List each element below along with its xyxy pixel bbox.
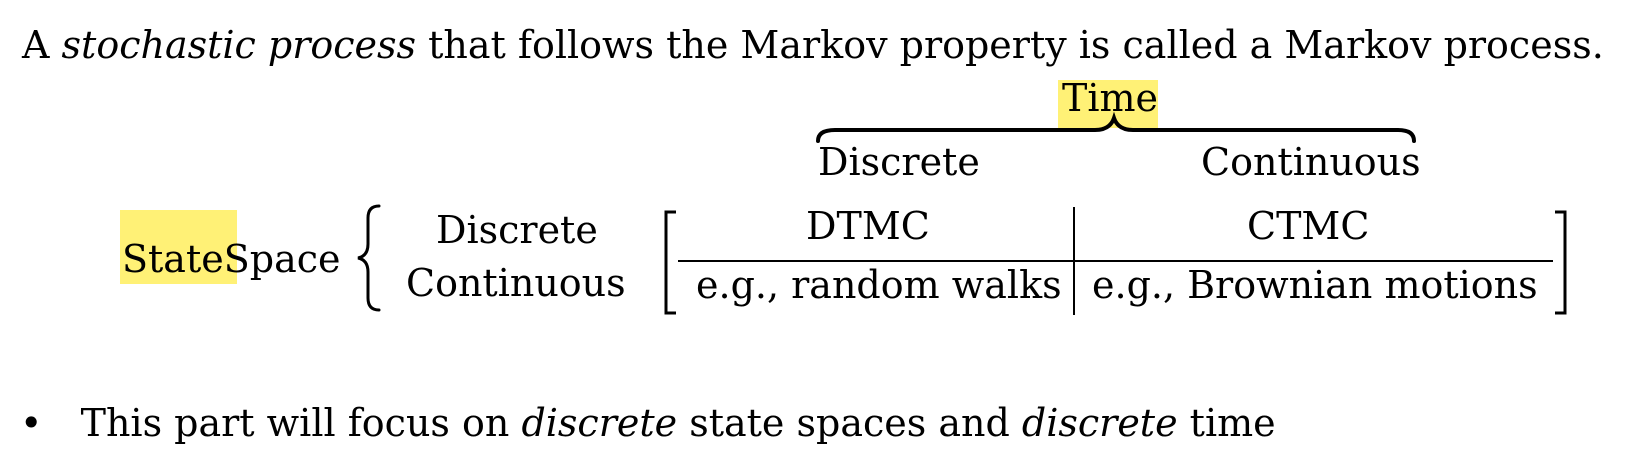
bullet-text-1: This part will focus on (80, 401, 510, 445)
time-overbrace (816, 111, 1416, 143)
intro-emphasis: stochastic process (61, 23, 417, 67)
state-row-discrete: Discrete (436, 208, 598, 252)
state-space-label: StateSpace (122, 240, 341, 278)
time-highlight (1058, 80, 1158, 128)
state-highlight (120, 210, 237, 284)
state-space-label-space: Space (223, 237, 341, 281)
bullet-emphasis-2: discrete (1021, 401, 1178, 445)
matrix-header-ctmc: CTMC (1247, 204, 1370, 248)
matrix-example-brownian-motions: e.g., Brownian motions (1092, 263, 1538, 307)
intro-sentence: A stochastic process that follows the Ma… (22, 26, 1604, 64)
state-space-left-brace (357, 204, 381, 312)
intro-suffix: that follows the Markov property is call… (428, 23, 1604, 67)
bullet-text-3: time (1189, 401, 1276, 445)
matrix-left-bracket (664, 210, 676, 315)
bullet-symbol: • (20, 401, 43, 445)
time-column-continuous: Continuous (1201, 140, 1421, 184)
matrix-header-dtmc: DTMC (806, 204, 930, 248)
matrix-right-bracket (1555, 210, 1567, 315)
bullet-emphasis-1: discrete (521, 401, 678, 445)
state-space-label-state: State (122, 237, 224, 281)
bullet-text-2: state spaces and (689, 401, 1010, 445)
matrix-example-random-walks: e.g., random walks (696, 263, 1062, 307)
state-row-continuous: Continuous (406, 261, 626, 305)
bullet-point: • This part will focus on discrete state… (20, 404, 1276, 442)
intro-prefix: A (22, 23, 50, 67)
time-column-discrete: Discrete (818, 140, 980, 184)
time-label: Time (1062, 76, 1159, 120)
